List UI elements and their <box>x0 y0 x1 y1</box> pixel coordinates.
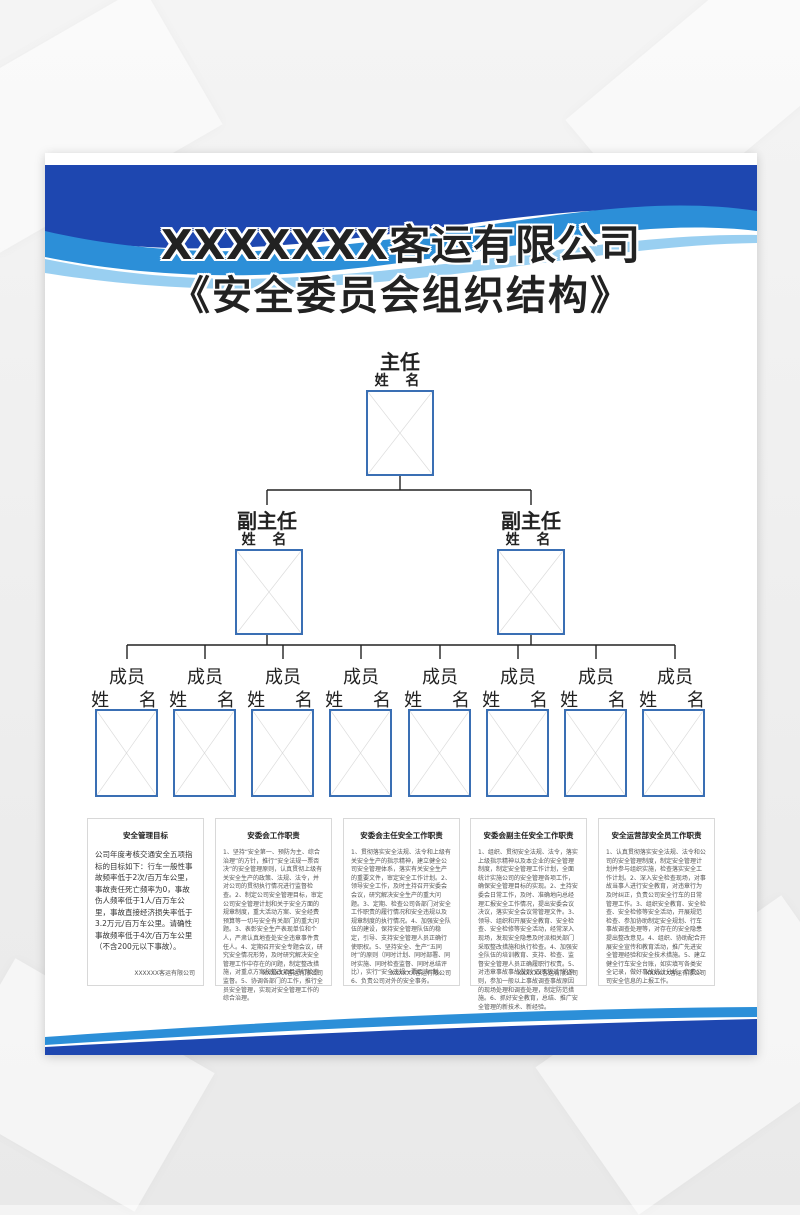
member-photo-placeholder <box>486 709 549 797</box>
duty-panel: 安委会主任安全工作职责 1、贯彻落实安全法规、法令和上级有关安全生产的指示精神，… <box>343 818 460 986</box>
member-name: 姓 名 <box>247 690 325 711</box>
member-title: 成员 <box>109 667 145 688</box>
member-title: 成员 <box>500 667 536 688</box>
deputy-name: 姓 名 <box>241 532 293 548</box>
panel-heading: 安委会主任安全工作职责 <box>360 831 443 840</box>
duty-panel: 安委会副主任安全工作职责 1、组织、贯彻安全法规、法令，落实上级指示精神以及本企… <box>470 818 587 1011</box>
panel-footer: XXXXXX客运有限公司 <box>645 970 706 977</box>
member-title: 成员 <box>422 667 458 688</box>
panel-footer: XXXXXX客运有限公司 <box>390 970 451 977</box>
deputy-photo-placeholder <box>235 549 303 635</box>
panel-heading: 安全运营部安全员工作职责 <box>611 831 702 840</box>
member-title: 成员 <box>343 667 379 688</box>
deputy-title: 副主任 <box>501 509 561 533</box>
panel-body: 1、认真贯彻落实安全法规、法令和公司的安全管理制度，制定安全管理计划并参与组织实… <box>606 849 706 985</box>
org-chart-board: XXXXXXX客运有限公司 《安全委员会组织结构》 主任 姓 名 副主任 姓 名 <box>45 153 757 1055</box>
panel-body: 1、贯彻落实安全法规、法令和上级有关安全生产的指示精神，建立健全公司安全管理体系… <box>351 849 451 985</box>
member-photo-placeholder <box>95 709 158 797</box>
member-photo-placeholder <box>173 709 236 797</box>
member-photo-placeholder <box>251 709 314 797</box>
member-name: 姓 名 <box>404 690 482 711</box>
duty-panel: 安全运营部安全员工作职责 1、认真贯彻落实安全法规、法令和公司的安全管理制度，制… <box>598 818 715 986</box>
panel-footer: XXXXXX客运有限公司 <box>262 970 323 977</box>
footer-swoosh <box>45 1007 757 1055</box>
duty-panel: 安全管理目标 公司年度考核交通安全五项指标的目标如下：行车一般性事故频率低于2次… <box>87 818 204 986</box>
panel-body: 公司年度考核交通安全五项指标的目标如下：行车一般性事故频率低于2次/百万车公里，… <box>95 850 193 951</box>
member-photo-placeholder <box>642 709 705 797</box>
member-photo-placeholder <box>329 709 392 797</box>
duty-panel: 安委会工作职责 1、坚持“安全第一、预防为主、综合治理”的方针，推行“安全法规一… <box>215 818 332 1002</box>
connector-lines <box>126 476 676 659</box>
deputy-title: 副主任 <box>237 509 297 533</box>
director-title: 主任 <box>380 350 420 374</box>
member-title: 成员 <box>265 667 301 688</box>
member-title: 成员 <box>657 667 693 688</box>
panel-heading: 安委会副主任安全工作职责 <box>483 831 574 840</box>
director-photo-placeholder <box>366 390 434 476</box>
director-name: 姓 名 <box>374 373 426 389</box>
member-photo-placeholder <box>408 709 471 797</box>
panel-footer: XXXXXX客运有限公司 <box>517 970 578 977</box>
member-title: 成员 <box>187 667 223 688</box>
member-photo-placeholder <box>564 709 627 797</box>
deputy-photo-placeholder <box>497 549 565 635</box>
deputy-name: 姓 名 <box>505 532 557 548</box>
member-name: 姓 名 <box>482 690 560 711</box>
panel-body: 1、坚持“安全第一、预防为主、综合治理”的方针，推行“安全法规一票否决”的安全管… <box>223 849 323 1003</box>
member-title: 成员 <box>578 667 614 688</box>
member-name: 姓 名 <box>325 690 403 711</box>
member-name: 姓 名 <box>639 690 717 711</box>
chart-subtitle: 《安全委员会组织结构》 <box>170 273 632 319</box>
panel-heading: 安委会工作职责 <box>247 831 300 840</box>
member-name: 姓 名 <box>91 690 169 711</box>
panel-body: 1、组织、贯彻安全法规、法令，落实上级指示精神以及本企业的安全管理制度，制定安全… <box>478 849 578 1011</box>
panel-heading: 安全管理目标 <box>123 831 168 840</box>
header-swoosh <box>45 165 757 289</box>
member-name: 姓 名 <box>560 690 638 711</box>
company-title: XXXXXXX客运有限公司 <box>160 221 642 269</box>
panel-footer: XXXXXX客运有限公司 <box>134 970 195 977</box>
member-name: 姓 名 <box>169 690 247 711</box>
